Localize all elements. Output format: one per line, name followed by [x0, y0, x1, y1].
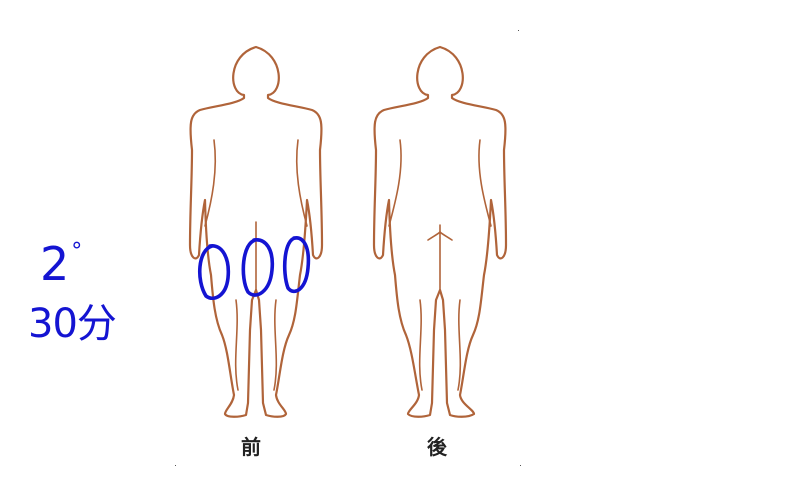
thigh-mark-circle: [282, 236, 311, 294]
back-body-figure: [372, 45, 508, 418]
corner-dot: [175, 465, 176, 466]
handwritten-degree-note: 2°: [40, 228, 82, 288]
back-body-outline: [372, 45, 508, 418]
thigh-mark-circle: [198, 244, 231, 301]
thigh-mark-circle: [241, 238, 275, 297]
back-leg-line-left: [418, 299, 423, 391]
corner-dot: [520, 465, 521, 466]
back-arm-line-right: [478, 139, 492, 227]
front-body-outline: [188, 45, 324, 418]
back-arm-line-left: [388, 139, 402, 227]
front-leg-line-right: [273, 299, 278, 391]
front-thigh-marks: [198, 236, 311, 301]
back-leg-line-right: [457, 299, 462, 391]
front-label: 前: [241, 435, 261, 459]
back-label: 後: [427, 435, 447, 459]
handwritten-minutes-note: 30分: [28, 301, 117, 347]
degree-mark: °: [71, 239, 83, 264]
degree-value: 2: [40, 237, 70, 291]
front-arm-line-right: [295, 139, 308, 227]
corner-dot: [518, 30, 519, 31]
front-arm-line-left: [204, 139, 217, 227]
back-buttock-curve: [427, 231, 453, 241]
front-body-figure: [188, 45, 324, 418]
front-leg-line-left: [234, 299, 239, 391]
